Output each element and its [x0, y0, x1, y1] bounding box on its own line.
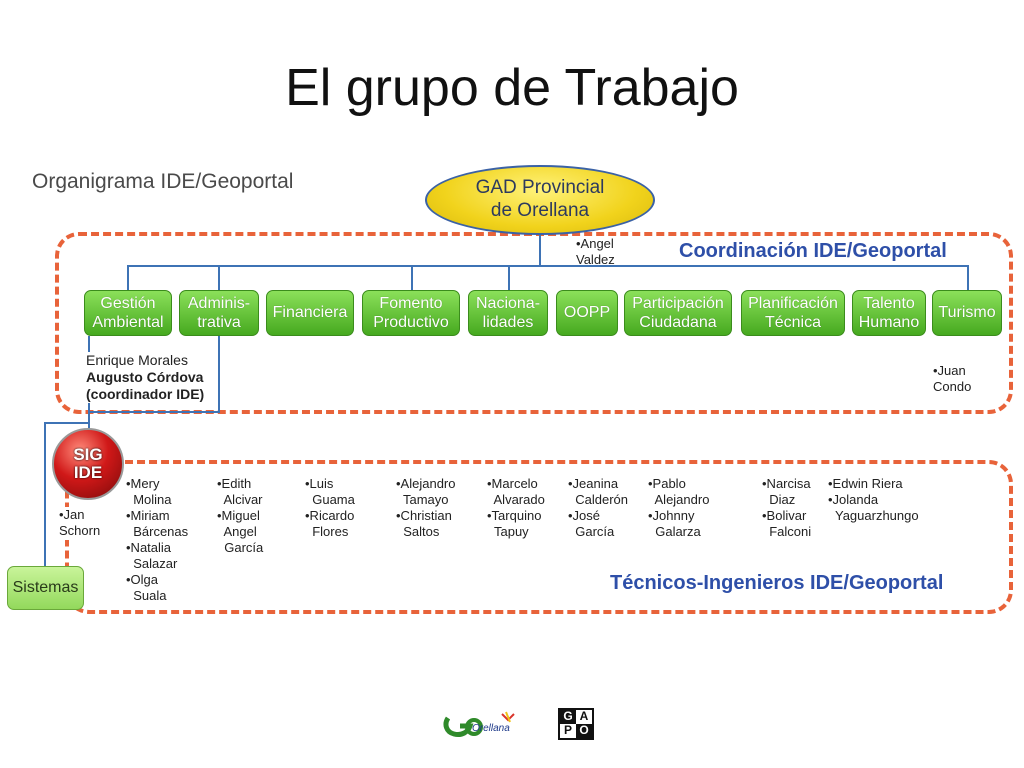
technician-line: Alvarado [487, 492, 545, 507]
dept-participacion-ciudadana: Participación Ciudadana [624, 290, 732, 336]
technician-line: •Ricardo [305, 508, 355, 523]
sig-ide-node [52, 428, 124, 500]
dept-nacionalidades: Naciona- lidades [468, 290, 548, 336]
technician-line: •Edith [217, 476, 252, 491]
technician-line: Tapuy [487, 524, 529, 539]
connector-sistemas-down [44, 422, 46, 567]
dept-turismo: Turismo [932, 290, 1002, 336]
technician-line: Bárcenas [126, 524, 189, 539]
coordinator-name-enrique: Enrique Morales [86, 352, 188, 368]
technician-line: •Christian [396, 508, 452, 523]
technician-column: •Jeanina Calderón•José García [568, 476, 628, 540]
technician-column: •Luis Guama•Ricardo Flores [305, 476, 355, 540]
connector-horizontal-bus [127, 265, 968, 267]
connector-admin-left [88, 411, 220, 413]
technician-line: •Miriam [126, 508, 170, 523]
gapo-letter-p: P [560, 724, 576, 738]
technician-line: Galarza [648, 524, 701, 539]
technician-line: García [568, 524, 615, 539]
dept-gestion-ambiental: Gestión Ambiental [84, 290, 172, 336]
gapo-letter-o: O [576, 724, 592, 738]
connector-admin-down [218, 336, 220, 412]
technician-line: Alcivar [217, 492, 263, 507]
technicians-label: Técnicos-Ingenieros IDE/Geoportal [610, 572, 944, 594]
technician-column: •Pablo Alejandro•Johnny Galarza [648, 476, 709, 540]
dept-talento-humano: Talento Humano [852, 290, 926, 336]
connector-administrativa [218, 265, 220, 290]
technician-line: García [217, 540, 264, 555]
sistemas-node: Sistemas [7, 566, 84, 610]
gad-provincial-node: GAD Provincial de Orellana [425, 165, 655, 235]
technician-line: •José [568, 508, 601, 523]
technician-line: Yaguarzhungo [828, 508, 919, 523]
orellana-logo-text: Orellana [472, 723, 510, 734]
gapo-letter-g: G [560, 710, 576, 724]
technician-line: •Mery [126, 476, 160, 491]
technician-line: Flores [305, 524, 349, 539]
sistemas-note-jan-schorn: •Jan Schorn [59, 507, 101, 540]
technician-column: •Mery Molina•Miriam Bárcenas•Natalia Sal… [126, 476, 188, 604]
sig-ide-label: SIG IDE [73, 445, 103, 482]
technician-line: •Olga [126, 572, 159, 587]
technician-column: •Edwin Riera•Jolanda Yaguarzhungo [828, 476, 919, 524]
technician-line: Molina [126, 492, 172, 507]
technician-line: Angel [217, 524, 257, 539]
dept-administrativa: Adminis- trativa [179, 290, 259, 336]
technician-line: Suala [126, 588, 167, 603]
technician-line: •Bolivar [762, 508, 807, 523]
technician-line: •Natalia [126, 540, 172, 555]
dept-planificacion-tecnica: Planificación Técnica [741, 290, 845, 336]
root-note-angel-valdez: •Angel Valdez [576, 236, 615, 268]
technician-line: •Jeanina [568, 476, 619, 491]
dept-oopp: OOPP [556, 290, 618, 336]
slide-title: El grupo de Trabajo [285, 59, 739, 117]
technician-line: •Narcisa [762, 476, 811, 491]
gapo-letter-a: A [576, 710, 592, 724]
technician-line: Calderón [568, 492, 628, 507]
coordinator-role: (coordinador IDE) [86, 386, 205, 402]
connector-nacionalidades [508, 265, 510, 290]
technician-line: •Edwin Riera [828, 476, 903, 491]
connector-gestion [127, 265, 129, 290]
technician-column: •Narcisa Diaz•Bolivar Falconi [762, 476, 811, 540]
technician-line: Falconi [762, 524, 812, 539]
gobierno-orellana-logo: Orellana [442, 710, 520, 738]
technician-line: •Jolanda [828, 492, 879, 507]
technician-line: Tamayo [396, 492, 449, 507]
orellana-logo-graphic [443, 711, 515, 737]
dept-fomento-productivo: Fomento Productivo [362, 290, 460, 336]
technician-column: •Marcelo Alvarado•Tarquino Tapuy [487, 476, 545, 540]
coordinator-block: Enrique Morales Augusto Córdova (coordin… [86, 352, 205, 403]
technician-line: •Alejandro [396, 476, 456, 491]
technician-line: •Tarquino [487, 508, 542, 523]
turismo-note-juan-condo: •Juan Condo [933, 363, 972, 395]
gapo-logo: G A P O [558, 708, 594, 740]
technician-line: •Miguel [217, 508, 260, 523]
technician-line: •Luis [305, 476, 334, 491]
technician-column: •Alejandro Tamayo•Christian Saltos [396, 476, 455, 540]
dept-financiera: Financiera [266, 290, 354, 336]
org-chart-title: Organigrama IDE/Geoportal [32, 170, 294, 193]
technician-line: Alejandro [648, 492, 710, 507]
technician-line: •Pablo [648, 476, 686, 491]
connector-fomento [411, 265, 413, 290]
connector-turismo [967, 265, 969, 290]
coordinator-name-augusto: Augusto Córdova [86, 369, 204, 385]
technician-line: Diaz [762, 492, 796, 507]
connector-root-down [539, 234, 541, 266]
technician-line: •Johnny [648, 508, 695, 523]
coordination-label: Coordinación IDE/Geoportal [679, 240, 947, 262]
technician-column: •Edith Alcivar•Miguel Angel García [217, 476, 263, 556]
technician-line: Saltos [396, 524, 440, 539]
technician-line: Salazar [126, 556, 178, 571]
technician-line: Guama [305, 492, 355, 507]
technician-line: •Marcelo [487, 476, 538, 491]
connector-sistemas-bus [44, 422, 90, 424]
